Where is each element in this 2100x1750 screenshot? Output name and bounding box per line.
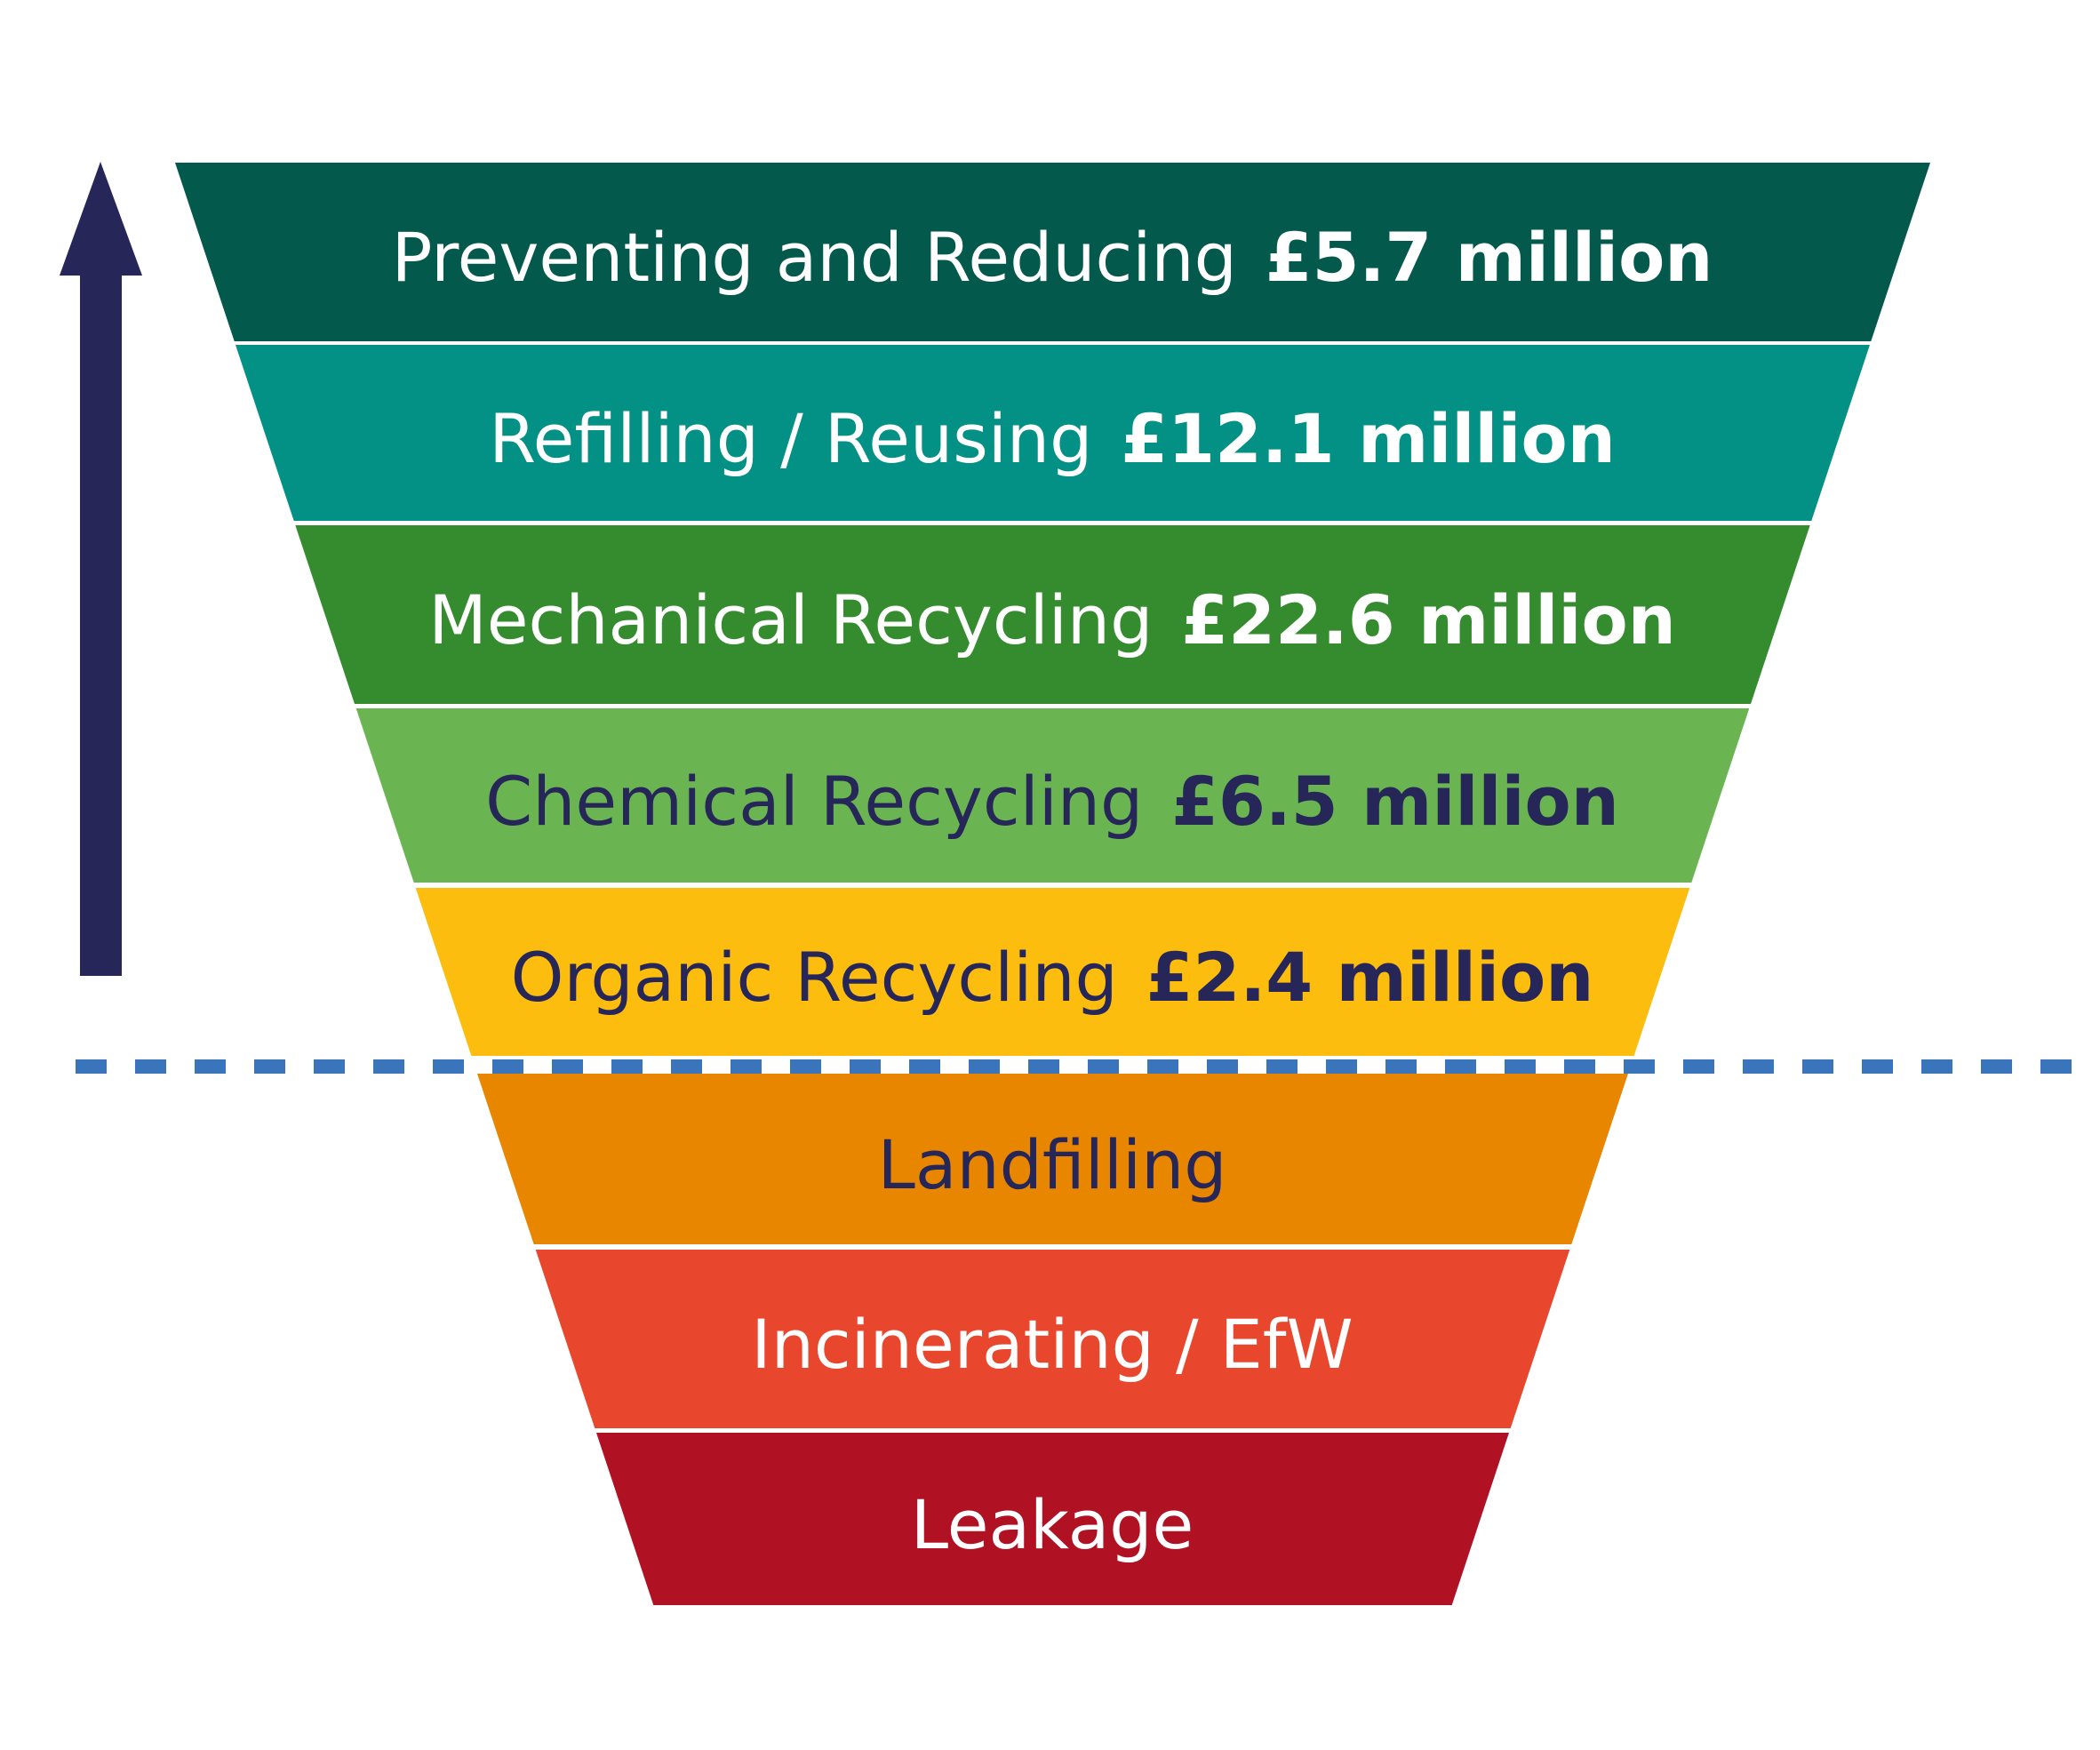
stage-value: £5.7 million [1265,218,1713,297]
stage-label-mechanical: Mechanical Recycling£22.6 million [428,587,1676,654]
stage-label-refilling: Refilling / Reusing£12.1 million [489,405,1616,473]
stage-label-preventing: Preventing and Reducing£5.7 million [392,224,1713,292]
funnel-stage-4 [415,888,1690,1056]
stage-name: Landfilling [877,1125,1227,1204]
stage-label-chemical: Chemical Recycling£6.5 million [485,768,1619,835]
stage-label-landfilling: Landfilling [878,1131,1227,1199]
stage-name: Organic Recycling [510,938,1118,1017]
stage-value: £12.1 million [1121,399,1616,478]
stage-name: Leakage [910,1485,1194,1564]
funnel-stage-shapes [175,163,1930,1605]
funnel-stage-6 [535,1250,1570,1428]
funnel-stage-0 [175,163,1930,341]
stage-value: £2.4 million [1146,938,1594,1017]
stage-value: £22.6 million [1181,580,1676,659]
funnel-stage-5 [477,1074,1628,1244]
stage-name: Preventing and Reducing [391,218,1237,297]
stage-name: Refilling / Reusing [489,399,1093,478]
funnel-stage-7 [596,1433,1509,1605]
funnel-stage-2 [295,525,1810,704]
funnel-stage-1 [236,345,1870,521]
stage-label-leakage: Leakage [911,1491,1194,1559]
stage-name: Chemical Recycling [485,762,1144,841]
stage-name: Incinerating / EfW [751,1305,1353,1384]
stage-label-organic: Organic Recycling£2.4 million [511,944,1594,1011]
stage-label-incinerating: Incinerating / EfW [751,1311,1353,1378]
funnel-stage-3 [355,708,1750,883]
stage-name: Mechanical Recycling [428,580,1154,659]
up-arrow-icon [60,162,142,976]
stage-value: £6.5 million [1171,762,1619,841]
